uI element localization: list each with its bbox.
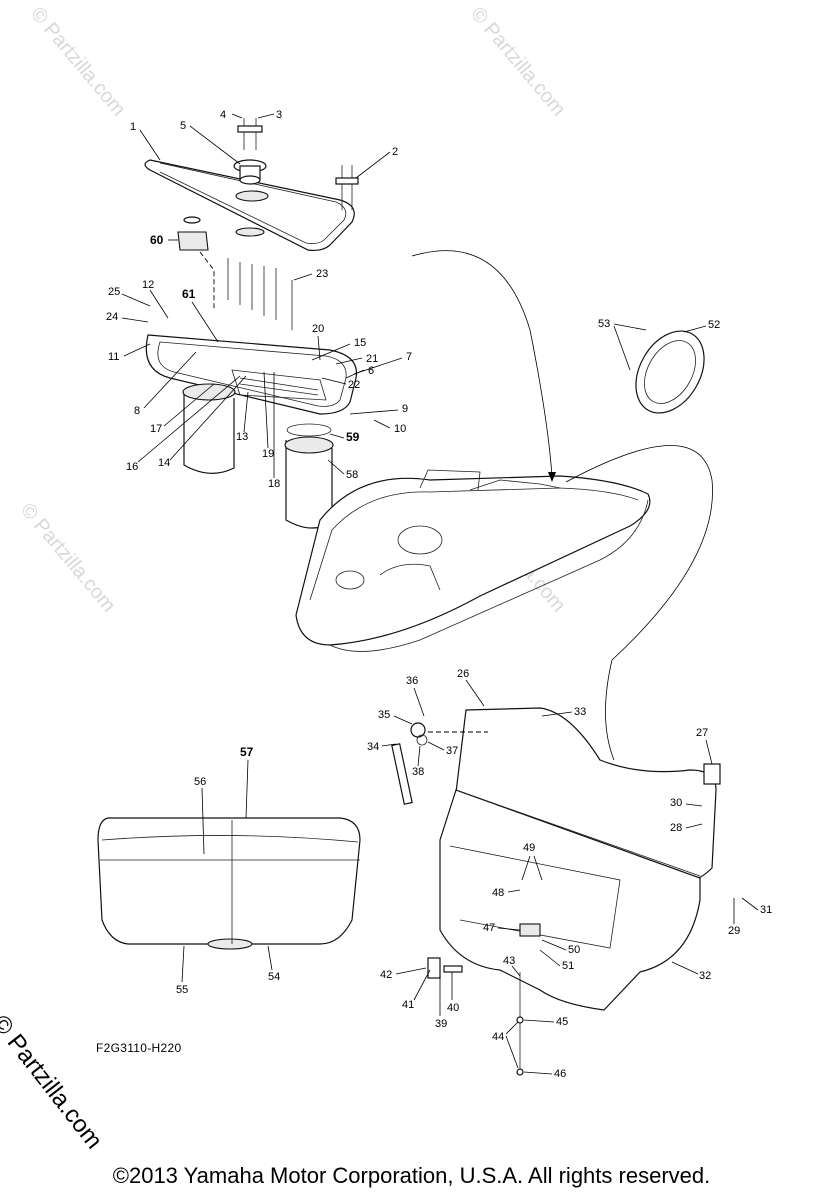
boat-illustration — [295, 469, 651, 652]
callout-25: 25 — [108, 286, 120, 298]
speaker-part-60 — [177, 216, 215, 310]
callout-9: 9 — [402, 403, 408, 415]
callout-10: 10 — [394, 423, 406, 435]
watermark: © Partzilla.com — [16, 499, 119, 616]
callout-12: 12 — [142, 279, 154, 291]
callout-30: 30 — [670, 797, 682, 809]
deck-plate-52 — [635, 330, 705, 414]
hatch-lid-assembly — [144, 118, 359, 252]
callout-46: 46 — [554, 1068, 566, 1080]
callout-28: 28 — [670, 822, 682, 834]
callout-11: 11 — [108, 351, 119, 363]
callout-45: 45 — [556, 1016, 568, 1028]
callout-48: 48 — [492, 887, 504, 899]
callout-42: 42 — [380, 969, 392, 981]
callout-32: 32 — [699, 970, 711, 982]
callout-33: 33 — [574, 706, 586, 718]
callout-20: 20 — [312, 323, 324, 335]
callout-21: 21 — [366, 353, 378, 365]
callout-40: 40 — [447, 1002, 459, 1014]
storage-bin-assembly — [439, 707, 721, 1011]
gas-strut-34 — [391, 722, 488, 805]
seat-cushion-assembly — [97, 817, 361, 950]
callout-49: 49 — [523, 842, 535, 854]
callout-50: 50 — [568, 944, 580, 956]
watermark: © Partzilla.com — [466, 3, 569, 120]
callout-23: 23 — [316, 268, 328, 280]
arrow-tray-to-boat — [411, 250, 553, 477]
callout-35: 35 — [378, 709, 390, 721]
callout-3: 3 — [276, 109, 282, 121]
callout-41: 41 — [402, 999, 414, 1011]
callout-47: 47 — [483, 922, 495, 934]
callout-22: 22 — [348, 379, 360, 391]
callout-53: 53 — [598, 318, 610, 330]
callout-31: 31 — [760, 904, 772, 916]
callout-6: 6 — [368, 365, 374, 377]
callout-55: 55 — [176, 984, 188, 996]
storage-tray-assembly — [145, 334, 358, 529]
callout-17: 17 — [150, 423, 162, 435]
callout-4: 4 — [220, 109, 226, 121]
callout-52: 52 — [708, 319, 720, 331]
callouts: 1 2 3 4 5 6 7 8 9 10 11 12 13 14 15 16 1… — [106, 109, 772, 1080]
callout-19: 19 — [262, 448, 274, 460]
callout-13: 13 — [236, 431, 248, 443]
watermark: © Partzilla.com — [26, 3, 129, 120]
callout-54: 54 — [268, 971, 280, 983]
callout-58: 58 — [346, 469, 358, 481]
callout-24: 24 — [106, 311, 118, 323]
callout-14: 14 — [158, 457, 170, 469]
callout-1: 1 — [130, 121, 136, 133]
callout-2: 2 — [392, 146, 398, 158]
callout-60: 60 — [150, 233, 164, 247]
fastener-row-23 — [227, 258, 293, 330]
callout-57: 57 — [240, 745, 254, 759]
footer-copyright: ©2013 Yamaha Motor Corporation, U.S.A. A… — [112, 1163, 711, 1188]
callout-5: 5 — [180, 120, 186, 132]
latch-hardware — [427, 957, 524, 1076]
callout-37: 37 — [446, 745, 458, 757]
callout-59: 59 — [346, 430, 360, 444]
arrow-bin-to-boat — [565, 445, 713, 761]
callout-56: 56 — [194, 776, 206, 788]
callout-16: 16 — [126, 461, 138, 473]
callout-7: 7 — [406, 351, 412, 363]
callout-51: 51 — [562, 960, 574, 972]
callout-29: 29 — [728, 925, 740, 937]
callout-44: 44 — [492, 1031, 504, 1043]
callout-15: 15 — [354, 337, 366, 349]
callout-38: 38 — [412, 766, 424, 778]
callout-61: 61 — [182, 287, 196, 301]
callout-36: 36 — [406, 675, 418, 687]
callout-18: 18 — [268, 478, 280, 490]
callout-27: 27 — [696, 727, 708, 739]
callout-43: 43 — [503, 955, 515, 967]
diagram-code: F2G3110-H220 — [96, 1041, 182, 1055]
arrow-head — [548, 472, 556, 482]
callout-39: 39 — [435, 1018, 447, 1030]
callout-8: 8 — [134, 405, 140, 417]
callout-34: 34 — [367, 741, 379, 753]
callout-26: 26 — [457, 668, 469, 680]
